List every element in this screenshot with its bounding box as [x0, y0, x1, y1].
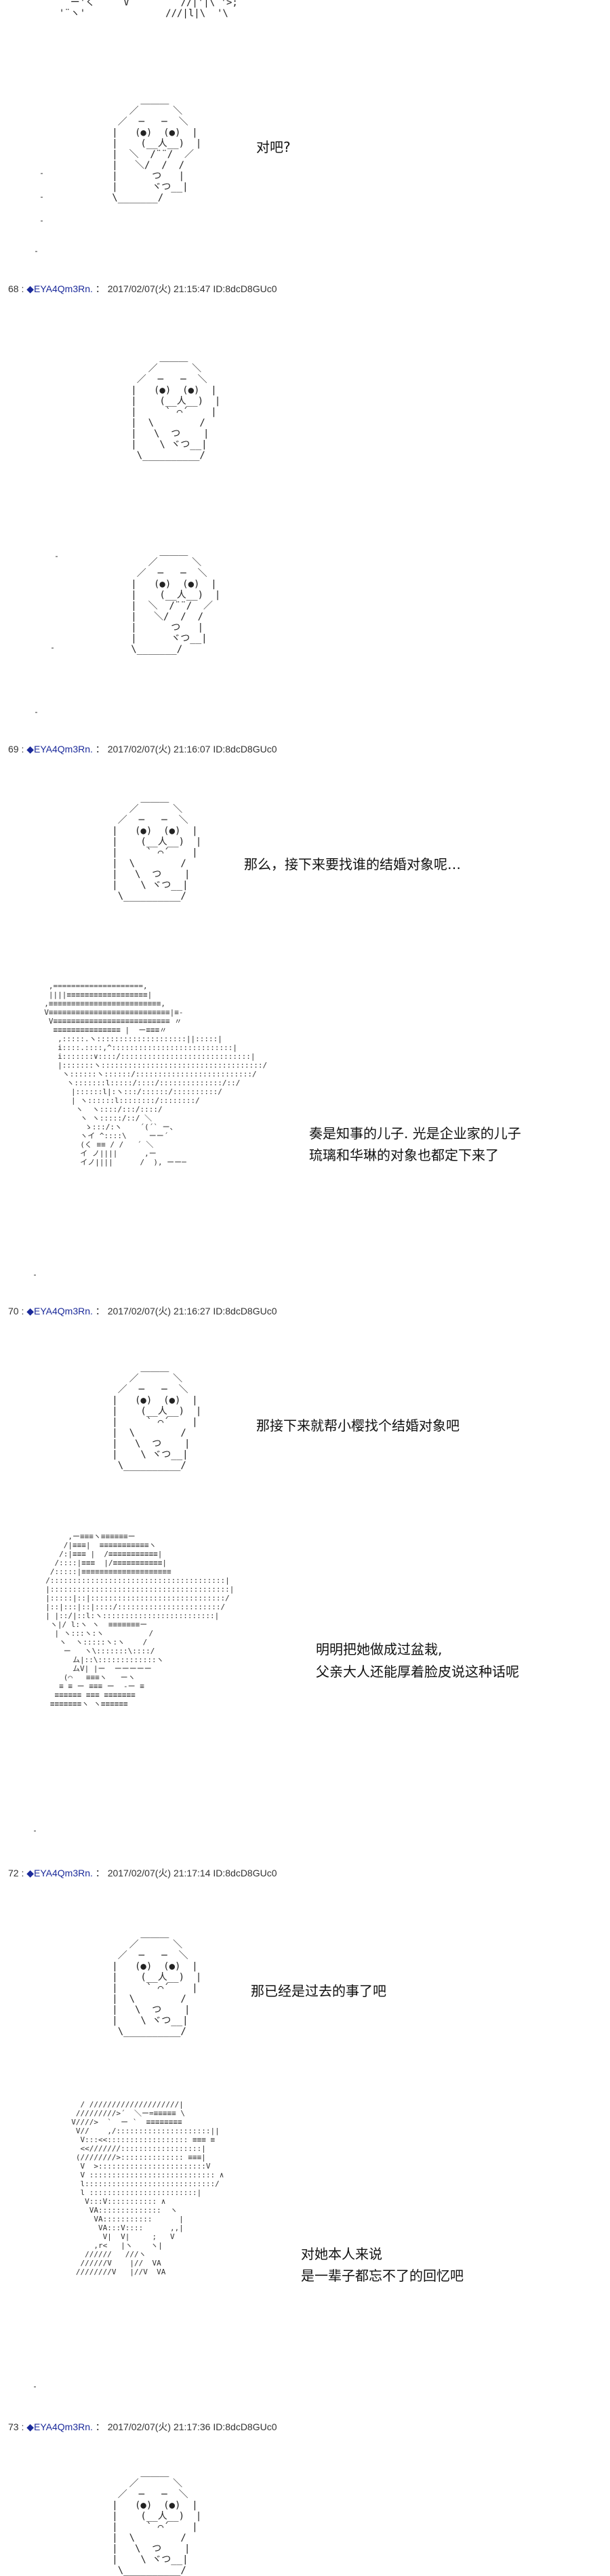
ascii-art-boy: ,ー≡≡≡ヽ≡≡≡≡≡≡ー /|≡≡≡| ≡≡≡≡≡≡≡≡≡≡≡ヽ /:|≡≡≡… — [45, 1532, 235, 1708]
ascii-art-man-cap: ,====================, ||||≡≡≡≡≡≡≡≡≡≡≡≡≡… — [44, 982, 268, 1167]
post-number: 73 — [8, 2421, 19, 2432]
post-separator: : — [21, 283, 24, 294]
post-separator: : — [21, 2421, 24, 2432]
post-number: 69 — [8, 744, 19, 754]
margin-dot — [35, 712, 37, 713]
post-timestamp: 2017/02/07(火) 21:15:47 — [107, 283, 211, 294]
ascii-art-fragment: ー'く V //|'|\ '>; '¨ヽ' ///|l|\ '\ — [58, 0, 238, 19]
margin-dot — [34, 1830, 36, 1832]
post-separator: : — [21, 1868, 24, 1878]
margin-dot — [41, 173, 43, 174]
margin-dot — [41, 197, 43, 198]
post-timestamp: 2017/02/07(火) 21:16:07 — [107, 744, 211, 754]
post-id[interactable]: ID:8dcD8GUc0 — [213, 1306, 277, 1316]
margin-dot — [34, 2386, 36, 2388]
post-header-68: 68 : ◆EYA4Qm3Rn. ： 2017/02/07(火) 21:15:4… — [8, 283, 277, 294]
post-timestamp: 2017/02/07(火) 21:17:14 — [107, 1868, 211, 1878]
post-id[interactable]: ID:8dcD8GUc0 — [213, 2421, 277, 2432]
post-timestamp: 2017/02/07(火) 21:17:36 — [107, 2421, 211, 2432]
post-header-73: 73 : ◆EYA4Qm3Rn. ： 2017/02/07(火) 21:17:3… — [8, 2421, 277, 2432]
ascii-art-blob-face-partial: ＿＿＿ ／ ＼ ／ ─ ─ ＼ | (●) (●) | | (__人__) | … — [112, 2468, 202, 2576]
post-header-69: 69 : ◆EYA4Qm3Rn. ： 2017/02/07(火) 21:16:0… — [8, 744, 277, 754]
dialogue-text: 琉璃和华琳的对象也都定下来了 — [309, 1147, 499, 1163]
dialogue-text: 那么，接下来要找谁的结婚对象呢… — [244, 856, 461, 872]
post-number: 72 — [8, 1868, 19, 1878]
post-separator: : — [21, 744, 24, 754]
margin-dot — [56, 556, 58, 557]
dialogue-text: 对她本人来说 — [301, 2246, 382, 2262]
post-number: 68 — [8, 283, 19, 294]
poster-trip[interactable]: ◆EYA4Qm3Rn. — [26, 1306, 93, 1316]
ascii-art-blob-face: ＿＿＿ ／ ＼ ／ ─ ─ ＼ | (●) (●) | | (__人__) | … — [112, 793, 202, 902]
margin-dot — [41, 220, 43, 222]
dialogue-text: 对吧? — [256, 139, 291, 155]
margin-dot — [34, 1274, 36, 1276]
post-id[interactable]: ID:8dcD8GUc0 — [213, 1868, 277, 1878]
post-header-70: 70 : ◆EYA4Qm3Rn. ： 2017/02/07(火) 21:16:2… — [8, 1306, 277, 1316]
ascii-art-blob-face: ＿＿＿ ／ ＼ ／ ─ ─ ＼ | (●) (●) | | (__人__) | … — [112, 1363, 202, 1471]
ascii-art-girl: / ////////////////////| /////////>´ ＼ー=≡… — [71, 2100, 224, 2276]
post-header-72: 72 : ◆EYA4Qm3Rn. ： 2017/02/07(火) 21:17:1… — [8, 1868, 277, 1878]
margin-dot — [52, 647, 54, 649]
ascii-art-blob-face: ＿＿＿ ／ ＼ ／ ─ ─ ＼ | (●) (●) | | (__人__) | … — [131, 353, 221, 461]
post-number: 70 — [8, 1306, 19, 1316]
poster-trip[interactable]: ◆EYA4Qm3Rn. — [26, 283, 93, 294]
margin-dot — [35, 251, 37, 252]
poster-trip[interactable]: ◆EYA4Qm3Rn. — [26, 1868, 93, 1878]
dialogue-text: 那接下来就帮小樱找个结婚对象吧 — [256, 1417, 460, 1434]
dialogue-text: 奏是知事的儿子. 光是企业家的儿子 — [309, 1125, 521, 1142]
post-separator: : — [21, 1306, 24, 1316]
dialogue-text: 明明把她做成过盆栽, — [316, 1641, 443, 1657]
dialogue-text: 是一辈子都忘不了的回忆吧 — [301, 2268, 464, 2284]
post-timestamp: 2017/02/07(火) 21:16:27 — [107, 1306, 211, 1316]
ascii-art-blob-face: ＿＿＿ ／ ＼ ／ ─ ─ ＼ | (●) (●) | | (__人__) | … — [112, 1929, 202, 2037]
poster-trip[interactable]: ◆EYA4Qm3Rn. — [26, 2421, 93, 2432]
dialogue-text: 那已经是过去的事了吧 — [251, 1983, 386, 1999]
ascii-art-blob-smirk: ＿＿＿ ／ ＼ ／ ─ ─ ＼ | (●) (●) | | (__人__) | … — [112, 95, 202, 203]
ascii-art-blob-smirk: ＿＿＿ ／ ＼ ／ ─ ─ ＼ | (●) (●) | | (__人__) | … — [131, 546, 221, 655]
poster-trip[interactable]: ◆EYA4Qm3Rn. — [26, 744, 93, 754]
post-id[interactable]: ID:8dcD8GUc0 — [213, 744, 277, 754]
post-id[interactable]: ID:8dcD8GUc0 — [213, 283, 277, 294]
dialogue-text: 父亲大人还能厚着脸皮说这种话呢 — [316, 1664, 519, 1680]
